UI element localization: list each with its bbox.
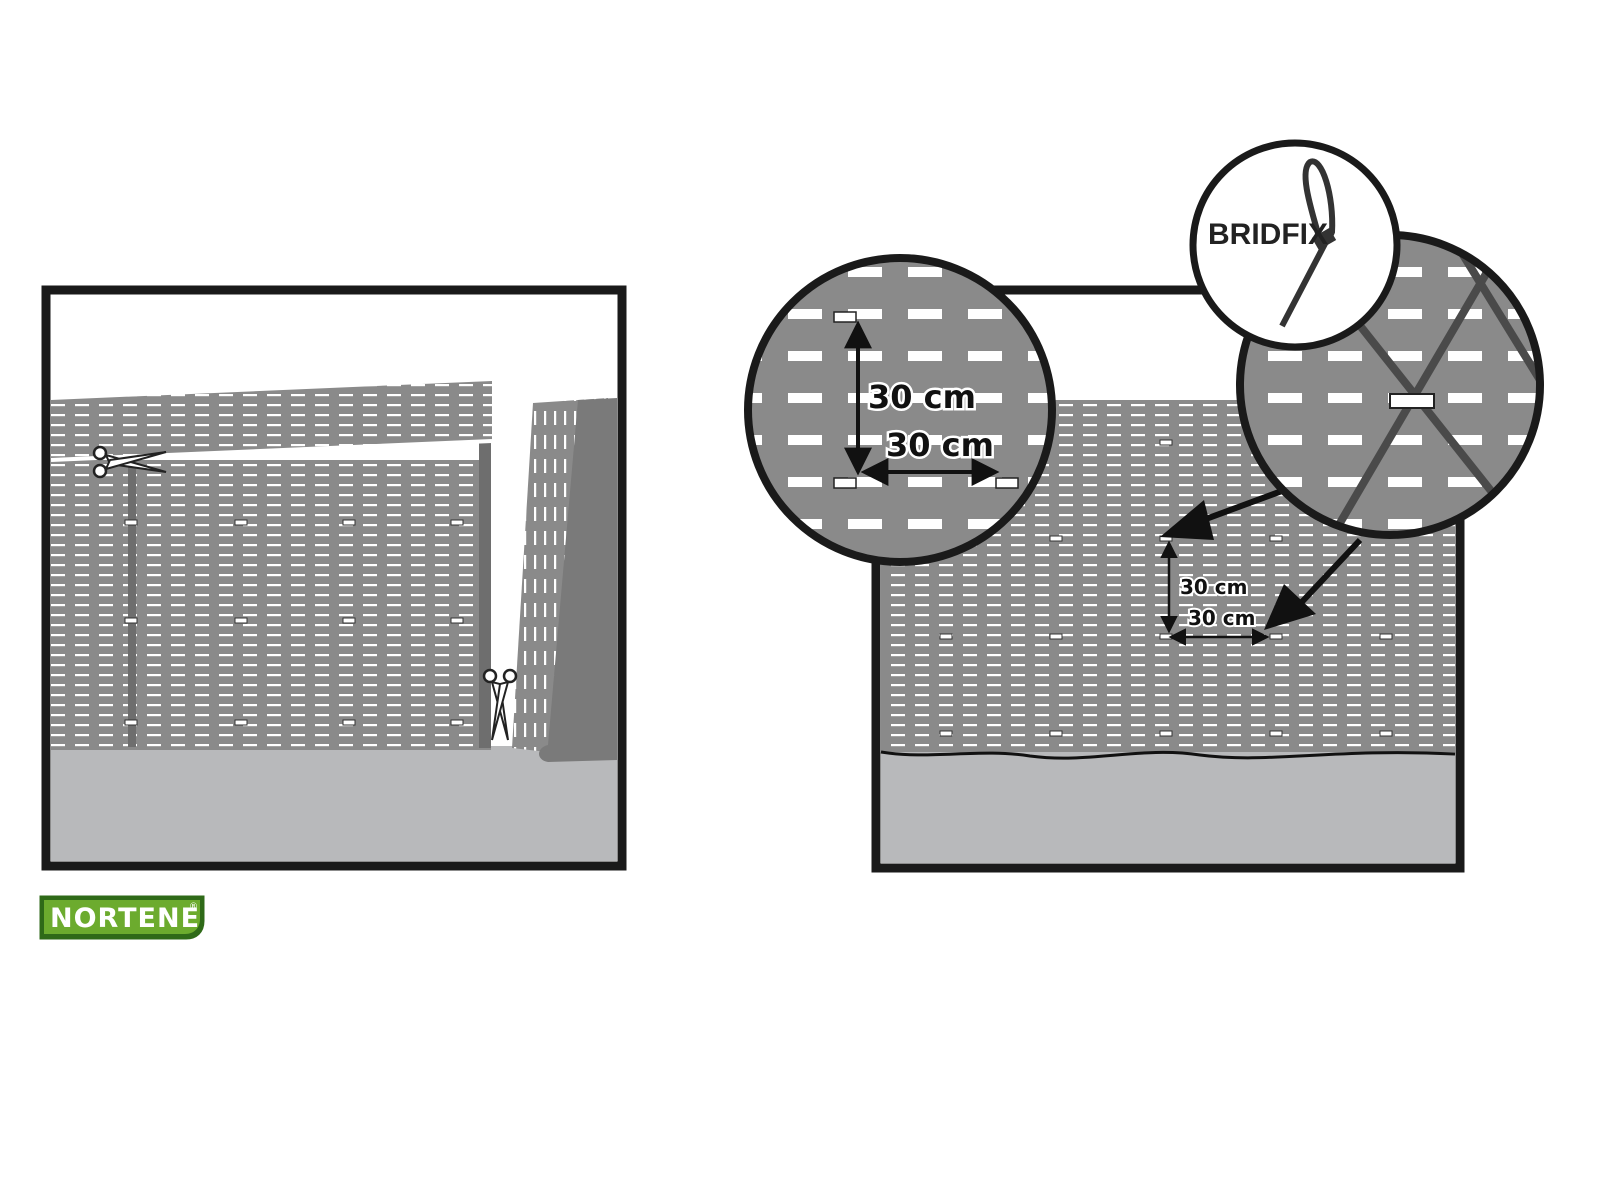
zoom-horizontal-label: 30 cm [886,426,994,464]
logo-registered-mark: ® [189,902,198,912]
scissors-icon [92,445,167,479]
step1-net-roll [539,398,617,762]
step1-panel [41,285,627,871]
panel-horizontal-label: 30 cm [1188,606,1256,630]
step1-ground [51,746,617,861]
bridfix-label: BRIDFIX [1208,218,1328,251]
logo-text: NORTENE [50,903,200,934]
step2-panel: 30 cm 30 cm 30 cm 30 cm [744,139,1544,873]
panel-vertical-label: 30 cm [1180,575,1248,599]
step1-post [128,462,136,747]
step1-post-end [479,443,491,748]
zoom-circle-spacing: 30 cm 30 cm [744,254,1056,566]
step1-cut-strip [51,381,492,460]
cable-tie-icon [1279,158,1337,328]
step2-ground [881,752,1455,863]
nortene-logo: NORTENE ® [39,895,205,940]
step1-fixings [124,519,464,726]
step1-installed-net [51,460,491,750]
scissors-icon [482,668,518,741]
step2-fixings [939,439,1393,737]
pointer-arrows [1160,485,1363,630]
bridfix-circle: BRIDFIX [1189,139,1401,351]
zoom-vertical-label: 30 cm [868,378,976,416]
